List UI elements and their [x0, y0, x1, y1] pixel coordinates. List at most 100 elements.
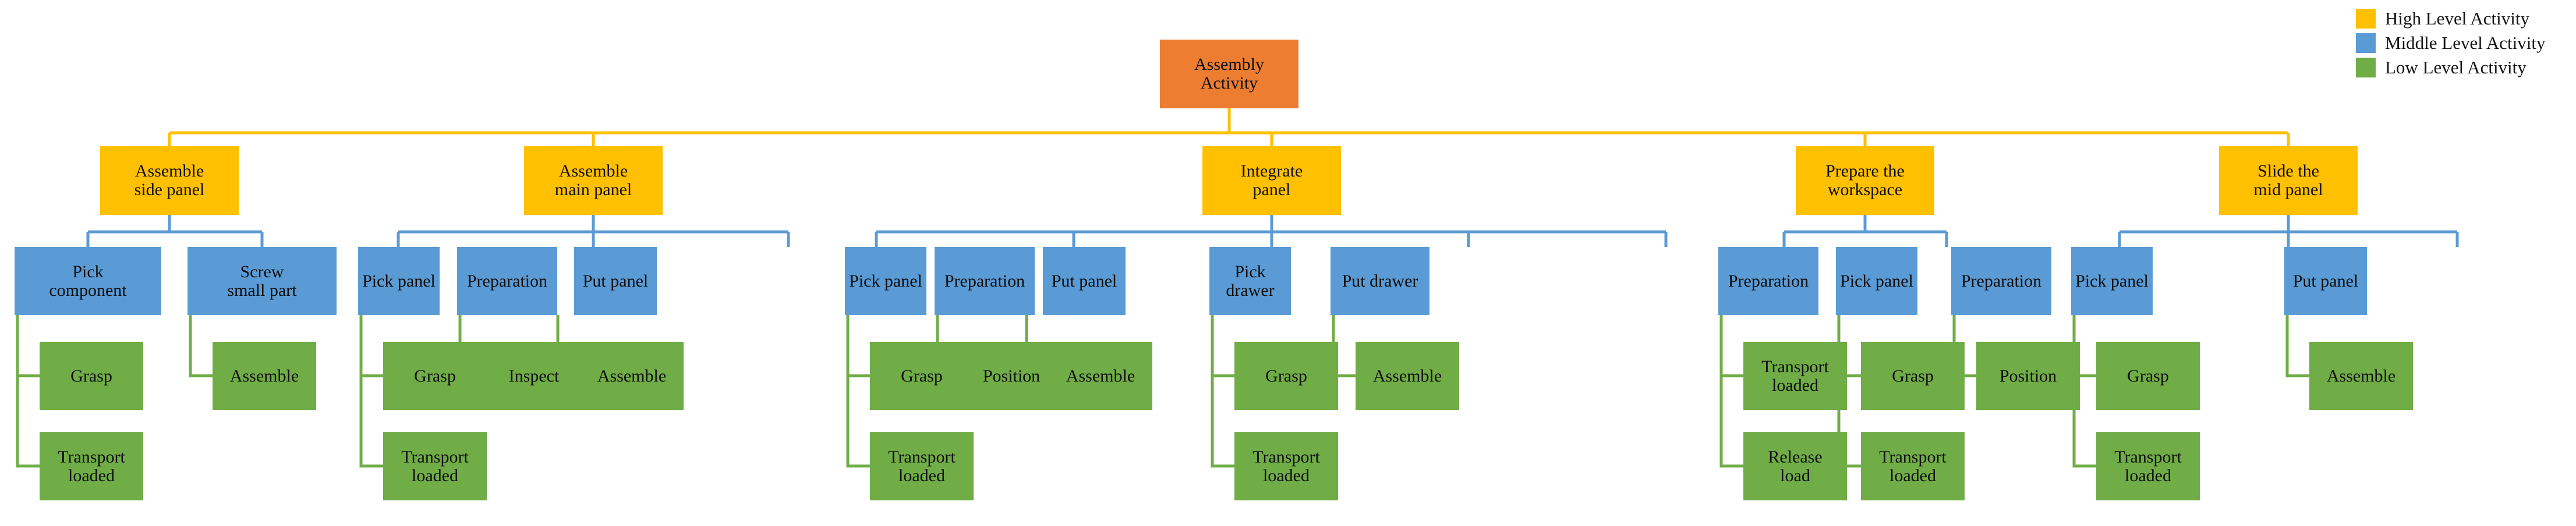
node-low-position-2[interactable]: Position — [1976, 342, 2080, 410]
legend: High Level Activity Middle Level Activit… — [2356, 8, 2546, 82]
node-low-10-label: Assemble — [1066, 366, 1135, 386]
node-high-1-line2: main panel — [554, 180, 632, 199]
node-low-12-line2: loaded — [1263, 465, 1310, 485]
node-low-assemble-1[interactable]: Assemble — [213, 342, 316, 410]
legend-swatch-middle — [2356, 33, 2376, 53]
node-low-1-line2: loaded — [68, 465, 115, 485]
node-low-15-line2: load — [1780, 465, 1810, 485]
node-middle-13-label: Pick panel — [2075, 271, 2149, 291]
links-middle-to-low — [16, 315, 2309, 468]
node-middle-pick-panel-1[interactable]: Pick panel — [358, 247, 440, 315]
node-high-0-line2: side panel — [134, 180, 205, 199]
node-middle-3-label: Preparation — [466, 271, 548, 291]
node-low-assemble-3[interactable]: Assemble — [1049, 342, 1152, 410]
links-root-to-high — [168, 108, 2290, 146]
node-middle-preparation-2[interactable]: Preparation — [935, 247, 1035, 315]
legend-label-high: High Level Activity — [2385, 8, 2529, 29]
node-low-grasp-6[interactable]: Grasp — [2096, 342, 2200, 410]
node-low-20-line2: loaded — [2125, 465, 2171, 485]
node-middle-0-line1: Pick — [72, 262, 104, 281]
node-low-assemble-2[interactable]: Assemble — [580, 342, 684, 410]
node-low-18-label: Position — [1999, 366, 2057, 386]
node-middle-put-panel-3[interactable]: Put panel — [2284, 247, 2367, 315]
node-middle-11-label: Pick panel — [1840, 271, 1913, 291]
node-middle-4-label: Put panel — [582, 271, 649, 291]
node-low-grasp-4[interactable]: Grasp — [1234, 342, 1338, 410]
node-middle-pick-panel-3[interactable]: Pick panel — [1836, 247, 1917, 315]
node-middle-0-line2: component — [49, 280, 127, 300]
node-low-16-label: Grasp — [1892, 366, 1934, 386]
node-middle-2-label: Pick panel — [362, 271, 436, 291]
node-high-3-line2: workspace — [1827, 180, 1903, 199]
node-middle-pick-panel-4[interactable]: Pick panel — [2071, 247, 2153, 315]
node-high-2-line2: panel — [1252, 180, 1291, 199]
legend-label-middle: Middle Level Activity — [2385, 33, 2546, 53]
node-low-4-line2: loaded — [412, 465, 458, 485]
node-middle-5-label: Pick panel — [849, 271, 922, 291]
node-low-0-label: Grasp — [70, 366, 112, 386]
node-middle-8-line1: Pick — [1234, 262, 1266, 281]
node-low-19-label: Grasp — [2127, 366, 2169, 386]
node-low-grasp-1[interactable]: Grasp — [40, 342, 143, 410]
node-low-9-label: Position — [982, 366, 1041, 386]
node-low-2-label: Assemble — [229, 366, 299, 386]
node-low-17-line1: Transport — [1879, 447, 1947, 467]
node-middle-9-label: Put drawer — [1342, 271, 1418, 291]
node-root-line1: Assembly — [1194, 55, 1264, 75]
node-high-1-line1: Assemble — [558, 161, 628, 181]
node-middle-6-label: Preparation — [944, 271, 1025, 291]
node-low-8-line1: Transport — [888, 447, 956, 467]
node-low-assemble-4[interactable]: Assemble — [1356, 342, 1459, 410]
node-root-line2: Activity — [1200, 73, 1258, 93]
legend-item-low: Low Level Activity — [2356, 57, 2546, 78]
node-middle-preparation-4[interactable]: Preparation — [1951, 247, 2051, 315]
node-high-0-line1: Assemble — [135, 161, 204, 181]
node-low-11-label: Grasp — [1265, 366, 1307, 386]
node-middle-pick-panel-2[interactable]: Pick panel — [845, 247, 926, 315]
node-low-position-1[interactable]: Position — [960, 342, 1063, 410]
node-low-grasp-2[interactable]: Grasp — [383, 342, 487, 410]
node-middle-put-drawer[interactable]: Put drawer — [1331, 247, 1429, 315]
node-middle-14-label: Put panel — [2292, 271, 2359, 291]
node-low-20-line1: Transport — [2114, 447, 2182, 467]
node-middle-1-line1: Screw — [240, 262, 284, 281]
node-low-grasp-5[interactable]: Grasp — [1861, 342, 1965, 410]
node-low-4-line1: Transport — [401, 447, 469, 467]
node-middle-10-label: Preparation — [1728, 271, 1809, 291]
node-middle-preparation-1[interactable]: Preparation — [457, 247, 557, 315]
node-middle-preparation-3[interactable]: Preparation — [1718, 247, 1818, 315]
node-low-grasp-3[interactable]: Grasp — [870, 342, 974, 410]
legend-swatch-low — [2356, 58, 2376, 77]
legend-label-low: Low Level Activity — [2385, 57, 2527, 77]
node-low-14-line1: Transport — [1761, 356, 1829, 376]
node-middle-put-panel-2[interactable]: Put panel — [1043, 247, 1126, 315]
node-low-8-line2: loaded — [898, 465, 945, 485]
node-low-3-label: Grasp — [414, 366, 456, 386]
legend-item-middle: Middle Level Activity — [2356, 33, 2546, 54]
node-middle-1-line2: small part — [227, 280, 297, 300]
node-low-assemble-5[interactable]: Assemble — [2309, 342, 2413, 410]
node-middle-8-line2: drawer — [1226, 280, 1275, 300]
node-low-inspect[interactable]: Inspect — [482, 342, 586, 410]
node-low-21-label: Assemble — [2326, 366, 2396, 386]
node-middle-put-panel-1[interactable]: Put panel — [574, 247, 657, 315]
node-middle-7-label: Put panel — [1051, 271, 1117, 291]
